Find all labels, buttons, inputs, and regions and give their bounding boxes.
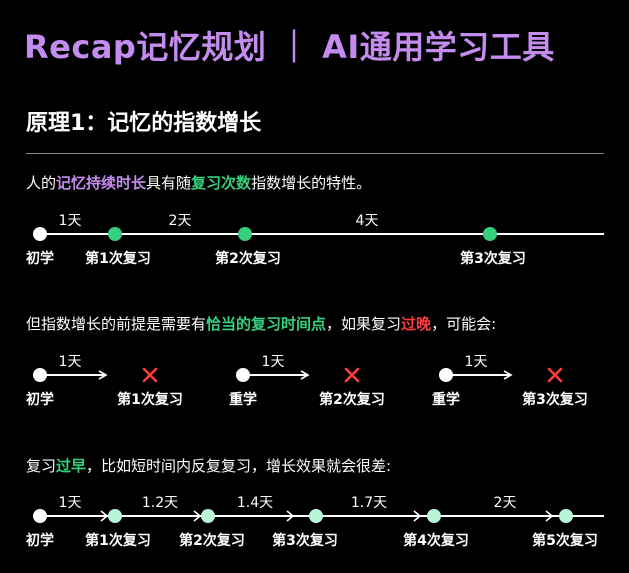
late-group-3-review-label: 第3次复习 xyxy=(522,391,588,408)
timeline-3-start-node xyxy=(33,509,47,523)
timeline-3-review-node-3 xyxy=(309,509,323,523)
para2-highlight-timing: 恰当的复习时间点 xyxy=(206,315,327,333)
late-group-2: 1天 重学 第2次复习 xyxy=(229,354,385,408)
paragraph-exponential-growth: 人的记忆持续时长具有随复习次数指数增长的特性。 xyxy=(26,172,371,193)
para1-post: 指数增长的特性。 xyxy=(251,174,372,192)
late-group-1-review-label: 第1次复习 xyxy=(117,391,183,408)
late-group-2-cross-icon xyxy=(344,367,360,383)
paragraph-timing-early: 复习过早，比如短时间内反复复习，增长效果就会很差: xyxy=(26,455,391,476)
para1-mid: 具有随 xyxy=(146,174,192,192)
timeline-3-interval-4: 1.7天 xyxy=(351,495,387,511)
para1-pre: 人的 xyxy=(26,174,57,192)
timeline-3-review-label-3: 第3次复习 xyxy=(272,532,338,549)
late-group-3-start-label: 重学 xyxy=(432,391,460,408)
timeline-3-interval-3: 1.4天 xyxy=(237,495,273,511)
para1-highlight-duration: 记忆持续时长 xyxy=(56,174,147,192)
late-group-3: 1天 重学 第3次复习 xyxy=(432,354,588,408)
page-title: Recap记忆规划 ｜ AI通用学习工具 xyxy=(24,28,555,66)
para3-highlight-early: 过早 xyxy=(56,457,87,475)
timeline-3-start-label: 初学 xyxy=(26,532,54,549)
para2-post: ，可能会: xyxy=(431,315,497,333)
timeline-3: 1天 1.2天 1.4天 1.7天 2天 初学 第1次复习 第2次复习 第3次复… xyxy=(26,495,604,549)
timeline-1: 1天 2天 4天 初学 第1次复习 第2次复习 第3次复习 xyxy=(26,213,604,267)
timeline-3-interval-5: 2天 xyxy=(494,495,517,511)
timeline-1-interval-2: 2天 xyxy=(169,213,192,229)
para3-pre: 复习 xyxy=(26,457,57,475)
late-group-1-interval: 1天 xyxy=(59,354,82,370)
timeline-1-review-node-2 xyxy=(238,227,252,241)
timeline-1-start-label: 初学 xyxy=(26,250,54,267)
paragraph-timing-late: 但指数增长的前提是需要有恰当的复习时间点，如果复习过晚，可能会: xyxy=(26,313,496,334)
para3-post: ，比如短时间内反复复习，增长效果就会很差: xyxy=(86,457,392,475)
timeline-2: 1天 初学 第1次复习 1天 重学 第2次复习 1天 重学 xyxy=(26,354,588,408)
late-group-1-cross-icon xyxy=(142,367,158,383)
para2-highlight-late: 过晚 xyxy=(401,315,432,333)
timeline-1-interval-1: 1天 xyxy=(59,213,82,229)
timeline-3-review-label-1: 第1次复习 xyxy=(85,532,151,549)
timeline-3-review-node-2 xyxy=(201,509,215,523)
late-group-3-start-node xyxy=(439,368,453,382)
timeline-3-interval-1: 1天 xyxy=(59,495,82,511)
timeline-1-review-node-3 xyxy=(483,227,497,241)
late-group-3-interval: 1天 xyxy=(465,354,488,370)
timeline-3-review-label-4: 第4次复习 xyxy=(403,532,469,549)
section-heading: 原理1：记忆的指数增长 xyxy=(26,111,262,136)
late-group-2-review-label: 第2次复习 xyxy=(319,391,385,408)
para1-highlight-count: 复习次数 xyxy=(191,174,252,192)
timeline-3-review-label-5: 第5次复习 xyxy=(532,532,598,549)
timeline-1-review-label-1: 第1次复习 xyxy=(85,250,151,267)
timeline-1-interval-3: 4天 xyxy=(356,213,379,229)
timeline-1-review-label-3: 第3次复习 xyxy=(460,250,526,267)
timeline-3-review-node-1 xyxy=(108,509,122,523)
timeline-3-interval-2: 1.2天 xyxy=(142,495,178,511)
timeline-3-arrowheads xyxy=(100,510,554,522)
late-group-1-start-label: 初学 xyxy=(26,391,54,408)
timeline-3-review-node-5 xyxy=(559,509,573,523)
para2-mid: ，如果复习 xyxy=(326,315,402,333)
late-group-2-start-node xyxy=(236,368,250,382)
timeline-1-start-node xyxy=(33,227,47,241)
timeline-3-review-node-4 xyxy=(427,509,441,523)
late-group-3-cross-icon xyxy=(547,367,563,383)
timeline-1-review-label-2: 第2次复习 xyxy=(215,250,281,267)
late-group-2-start-label: 重学 xyxy=(229,391,257,408)
late-group-1: 1天 初学 第1次复习 xyxy=(26,354,183,408)
timeline-3-review-label-2: 第2次复习 xyxy=(179,532,245,549)
para2-pre: 但指数增长的前提是需要有 xyxy=(26,315,207,333)
timeline-1-review-node-1 xyxy=(108,227,122,241)
late-group-1-start-node xyxy=(33,368,47,382)
late-group-2-interval: 1天 xyxy=(262,354,285,370)
divider xyxy=(26,153,604,154)
